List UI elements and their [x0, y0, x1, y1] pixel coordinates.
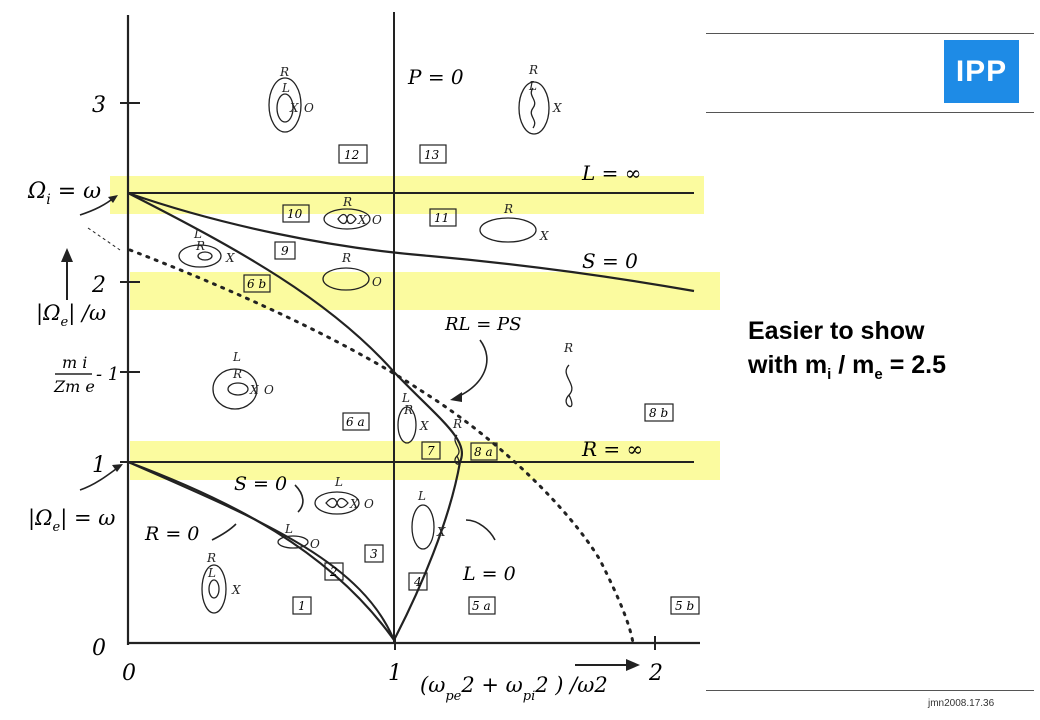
curve-s0-lower	[127, 460, 395, 641]
label-p0: P = 0	[407, 65, 464, 89]
highlight-band-2	[130, 272, 720, 310]
header-rule-bottom	[706, 112, 1034, 113]
y-tick-1: 1	[92, 453, 106, 478]
svg-text:O: O	[372, 213, 382, 227]
region-5a: 5 a	[472, 599, 491, 613]
svg-text:L: L	[334, 475, 343, 489]
svg-text:X: X	[552, 101, 562, 115]
region-13: 13	[424, 148, 440, 162]
x-tick-0: 0	[122, 661, 136, 686]
curve-dotted	[128, 248, 635, 645]
region-2: 2	[329, 565, 338, 579]
svg-text:R: R	[206, 551, 216, 565]
svg-text:X: X	[349, 497, 359, 511]
highlight-band-omega-i	[110, 176, 704, 214]
y-tick-0: 0	[92, 636, 106, 661]
label-r-infinity: R = ∞	[581, 437, 643, 461]
x-tick-1: 1	[388, 661, 402, 686]
svg-text:O: O	[304, 101, 314, 115]
svg-text:L: L	[232, 350, 241, 364]
footer-id: jmn2008.17.36	[928, 698, 995, 709]
region-10: 10	[287, 207, 303, 221]
region-6b: 6 b	[247, 277, 266, 291]
region-12: 12	[344, 148, 359, 162]
svg-text:X: X	[289, 101, 299, 115]
svg-text:X: X	[357, 213, 367, 227]
region-8a: 8 a	[474, 445, 493, 459]
region-1: 1	[298, 599, 306, 613]
y-tick-3: 3	[92, 93, 106, 118]
svg-text:L: L	[207, 566, 216, 580]
svg-text:L: L	[284, 522, 293, 536]
svg-text:L: L	[417, 489, 426, 503]
svg-text:X: X	[231, 583, 241, 597]
x-tick-2: 2	[648, 661, 663, 686]
svg-text:R: R	[563, 341, 573, 355]
label-l0: L = 0	[462, 563, 516, 585]
caption-line-2: with mi / me = 2.5	[748, 351, 947, 383]
mass-ratio-minus: - 1	[96, 364, 119, 385]
svg-text:O: O	[264, 383, 274, 397]
svg-text:X: X	[436, 525, 446, 539]
header-rule-top	[706, 33, 1034, 34]
svg-text:R: R	[403, 403, 413, 417]
label-rl-ps: RL = PS	[444, 314, 521, 335]
svg-text:L: L	[281, 81, 290, 95]
svg-text:X: X	[539, 229, 549, 243]
svg-text:O: O	[364, 497, 374, 511]
region-6a: 6 a	[346, 415, 365, 429]
svg-text:X: X	[249, 383, 259, 397]
mass-ratio-num: m i	[62, 353, 87, 372]
y-tick-2: 2	[91, 273, 106, 298]
svg-text:L: L	[193, 227, 202, 241]
label-s0-top: S = 0	[582, 249, 638, 273]
svg-text:L: L	[401, 391, 410, 405]
wave-surface-sketches	[178, 77, 573, 614]
svg-text:O: O	[310, 537, 320, 551]
svg-text:R: R	[528, 63, 538, 77]
y-label-omega-i: Ωi = ω	[27, 179, 101, 208]
highlight-band-omega-e	[130, 441, 720, 480]
svg-text:R: R	[342, 195, 352, 209]
x-axis-label: (ωpe2 + ωpi2 ) /ω2	[420, 673, 608, 704]
region-3: 3	[370, 547, 378, 561]
cma-diagram: 3 2 1 0 0 1 2 Ωi = ω |Ωe| /ω m i Zm e - …	[27, 12, 720, 704]
svg-text:O: O	[372, 275, 382, 289]
label-s0-bottom: S = 0	[234, 473, 287, 495]
svg-text:X: X	[419, 419, 429, 433]
mass-ratio-den: Zm e	[53, 377, 95, 396]
ipp-logo: IPP	[944, 40, 1019, 103]
svg-text:R: R	[503, 202, 513, 216]
region-11: 11	[434, 211, 449, 225]
caption: Easier to show with mi / me = 2.5	[748, 314, 946, 392]
region-5b: 5 b	[675, 599, 694, 613]
footer-rule	[706, 690, 1034, 691]
label-r0: R = 0	[144, 523, 199, 545]
region-7: 7	[427, 444, 435, 458]
y-label-ratio: |Ωe| /ω	[36, 301, 106, 330]
svg-text:R: R	[195, 239, 205, 253]
svg-text:R: R	[279, 65, 289, 79]
label-l-infinity: L = ∞	[581, 161, 641, 185]
curve-r0	[127, 461, 395, 641]
svg-text:X: X	[225, 251, 235, 265]
curve-s0-upper	[127, 191, 695, 293]
curve-rl-ps	[127, 192, 463, 641]
region-9: 9	[281, 244, 289, 258]
y-label-omega-e: |Ωe| = ω	[28, 506, 115, 535]
svg-text:R: R	[452, 417, 462, 431]
svg-text:L: L	[528, 79, 537, 93]
caption-line-1: Easier to show	[748, 317, 925, 345]
region-4: 4	[413, 575, 422, 589]
svg-text:R: R	[341, 251, 351, 265]
region-8b: 8 b	[649, 406, 668, 420]
svg-text:R: R	[232, 367, 242, 381]
